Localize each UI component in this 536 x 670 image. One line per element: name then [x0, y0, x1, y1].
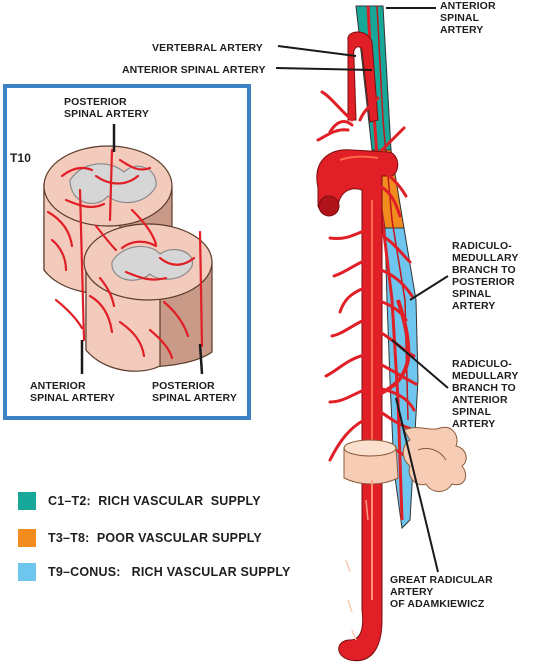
legend-item-t9-conus: T9–CONUS: RICH VASCULAR SUPPLY — [18, 563, 291, 581]
inset-frame — [3, 84, 251, 420]
legend-label: T3–T8: POOR VASCULAR SUPPLY — [48, 531, 262, 545]
legend-swatch — [18, 529, 36, 547]
lower-segment — [83, 223, 213, 372]
legend-item-t3-t8: T3–T8: POOR VASCULAR SUPPLY — [18, 529, 262, 547]
leader-lines — [275, 7, 449, 573]
inset-label-anterior-bottom: ANTERIOR SPINAL ARTERY — [30, 380, 115, 404]
vertebra — [343, 426, 467, 492]
inset-label-posterior-bottom: POSTERIOR SPINAL ARTERY — [152, 380, 237, 404]
aorta — [316, 31, 399, 662]
intercostal-branches — [316, 90, 418, 462]
inset-label-posterior-top: POSTERIOR SPINAL ARTERY — [64, 96, 149, 120]
legend-label: C1–T2: RICH VASCULAR SUPPLY — [48, 494, 261, 508]
label-anterior-spinal-artery: ANTERIOR SPINAL ARTERY — [122, 64, 266, 76]
inset-cross-sections — [43, 124, 213, 375]
label-anterior-spinal-artery-top: ANTERIOR SPINAL ARTERY — [440, 0, 496, 36]
legend-label: T9–CONUS: RICH VASCULAR SUPPLY — [48, 565, 291, 579]
legend-item-c1-t2: C1–T2: RICH VASCULAR SUPPLY — [18, 492, 261, 510]
legend-swatch — [18, 492, 36, 510]
label-radiculomedullary-anterior: RADICULO- MEDULLARY BRANCH TO ANTERIOR S… — [452, 358, 519, 430]
legend-swatch — [18, 563, 36, 581]
inset-level-label: T10 — [10, 151, 31, 165]
label-radiculomedullary-posterior: RADICULO- MEDULLARY BRANCH TO POSTERIOR … — [452, 240, 519, 312]
label-great-radicular-artery: GREAT RADICULAR ARTERY OF ADAMKIEWICZ — [390, 574, 493, 610]
label-vertebral-artery: VERTEBRAL ARTERY — [152, 42, 263, 54]
inset-vessels — [46, 148, 204, 360]
great-radicular-artery — [375, 299, 411, 398]
